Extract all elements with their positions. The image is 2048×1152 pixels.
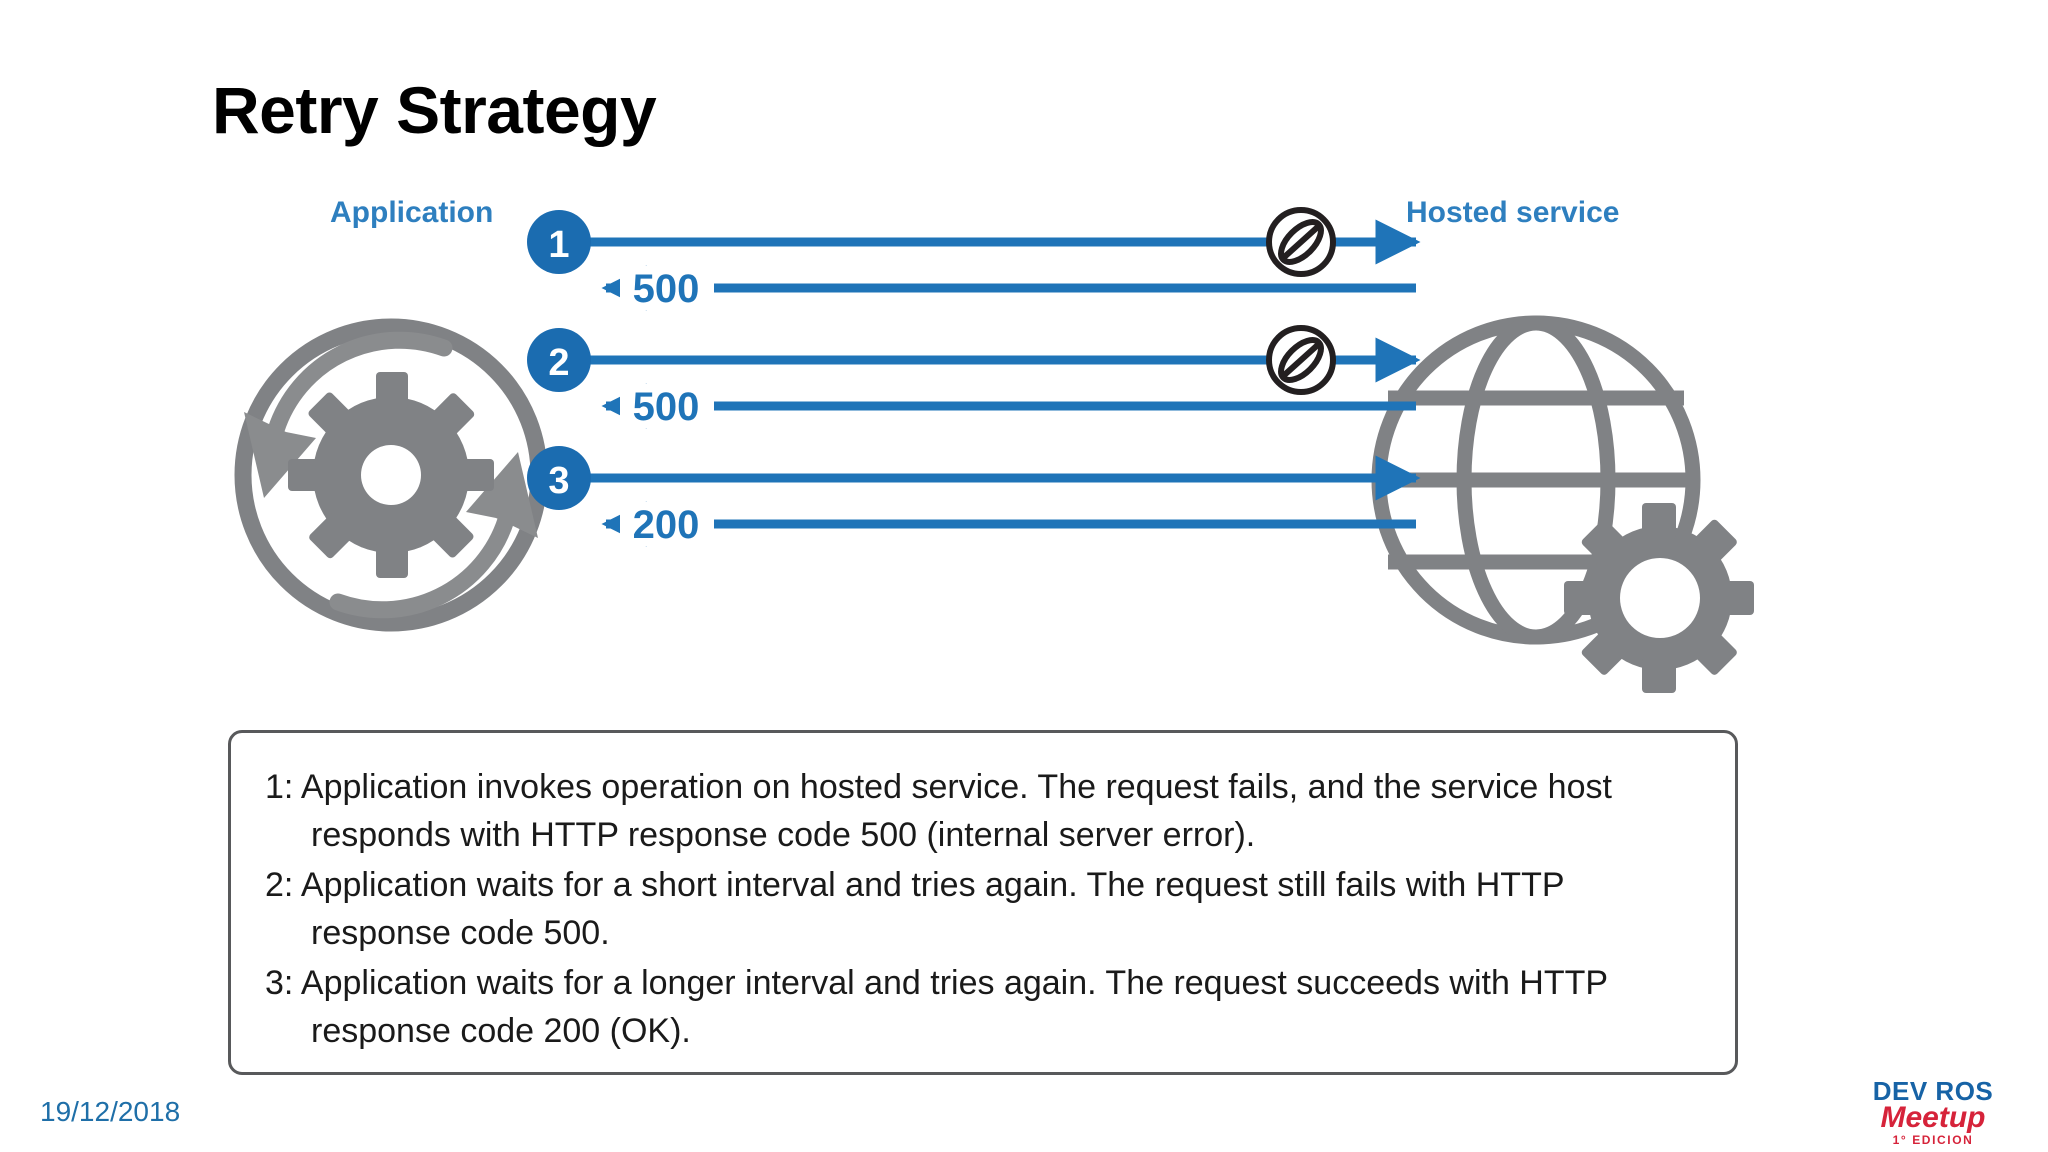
globe-gear-hub — [1620, 558, 1700, 638]
caption-list: 1: Application invokes operation on host… — [231, 733, 1735, 1055]
response-code-1: 500 — [633, 267, 700, 311]
step-badge-3 — [527, 446, 591, 510]
step-number-1: 1 — [548, 224, 569, 266]
caption-box: 1: Application invokes operation on host… — [228, 730, 1738, 1075]
application-node-label: Application — [330, 196, 494, 229]
retry-diagram: Application Hosted service — [216, 180, 1816, 710]
step-number-3: 3 — [548, 460, 569, 502]
caption-item: 2: Application waits for a short interva… — [265, 866, 1564, 952]
caption-item: 3: Application waits for a longer interv… — [265, 964, 1608, 1050]
logo-line-devros: DEV ROS — [1872, 1076, 1994, 1106]
no-entry-icon — [1266, 207, 1336, 277]
logo-line-edicion: 1° EDICION — [1892, 1133, 1974, 1147]
response-label-bg-3 — [620, 502, 714, 546]
retry-gear-icon — [234, 318, 548, 632]
response-label-bg-2 — [620, 384, 714, 428]
response-label-bg-1 — [620, 266, 714, 310]
response-code-3: 200 — [633, 503, 700, 547]
caption-item: 1: Application invokes operation on host… — [265, 768, 1612, 854]
devros-meetup-logo: DEV ROS Meetup 1° EDICION — [1848, 1076, 2018, 1147]
no-entry-icon — [1266, 325, 1336, 395]
step-number-2: 2 — [548, 342, 569, 384]
step-badge-2 — [527, 328, 591, 392]
slide-date: 19/12/2018 — [40, 1096, 181, 1127]
diagram-canvas: 500 1 500 2 200 3 — [234, 207, 1754, 693]
step-badge-1 — [527, 210, 591, 274]
hosted-service-node-label: Hosted service — [1406, 196, 1620, 229]
response-code-2: 500 — [633, 385, 700, 429]
logo-line-meetup: Meetup — [1880, 1101, 1986, 1134]
page-title: Retry Strategy — [212, 73, 657, 147]
